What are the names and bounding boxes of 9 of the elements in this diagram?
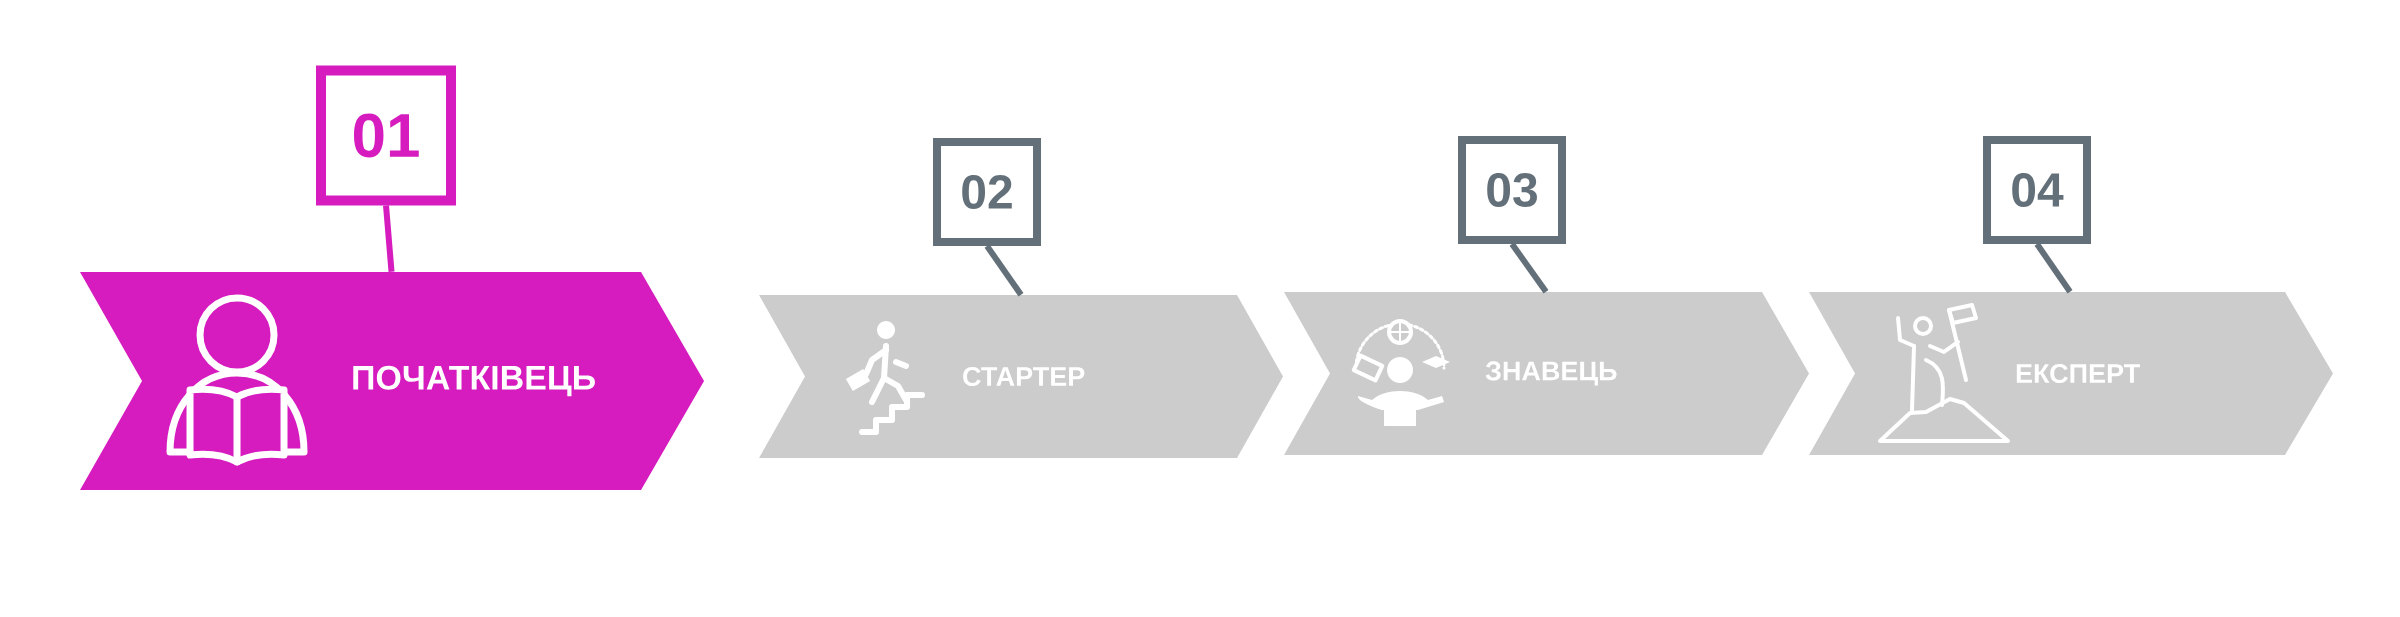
connector-line bbox=[984, 244, 1024, 297]
connector-line bbox=[383, 205, 395, 273]
number-box: 03 bbox=[1458, 136, 1566, 244]
chevron-banner: ПОЧАТКІВЕЦЬ bbox=[80, 272, 704, 490]
number-box: 02 bbox=[933, 138, 1041, 246]
connector-line bbox=[2034, 242, 2073, 294]
number-box: 01 bbox=[316, 65, 456, 206]
number-box: 04 bbox=[1983, 136, 2091, 244]
connector-line bbox=[1509, 242, 1549, 294]
